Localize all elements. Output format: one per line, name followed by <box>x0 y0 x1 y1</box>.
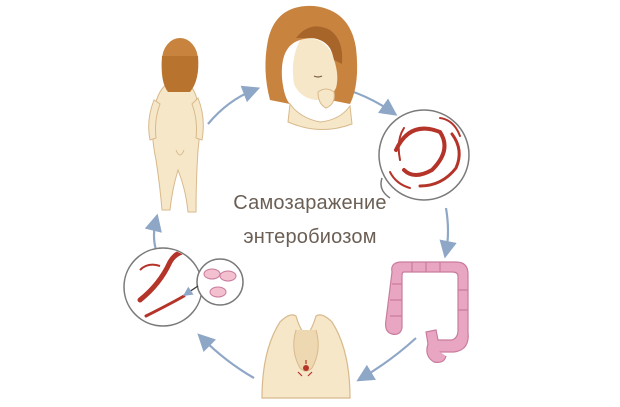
arrow-perianal-to-eggs <box>197 333 255 379</box>
arrow-intestine-to-perianal <box>356 337 417 382</box>
arrow-worms-to-intestine <box>439 207 457 259</box>
child-back-icon <box>148 38 204 213</box>
girl-hand-to-mouth-icon <box>265 5 358 131</box>
caption-line-1: Самозаражение <box>233 192 387 214</box>
large-intestine-icon <box>385 261 469 363</box>
caption-line-2: энтеробиозом <box>243 226 377 248</box>
arrow-eggs-to-child <box>144 213 162 251</box>
eggs-magnified-icon <box>123 247 244 327</box>
arrow-girl-to-worms <box>347 88 398 116</box>
arrow-child-to-girl <box>207 85 261 125</box>
perianal-region-icon <box>261 314 351 399</box>
worms-magnified-icon <box>378 109 470 201</box>
